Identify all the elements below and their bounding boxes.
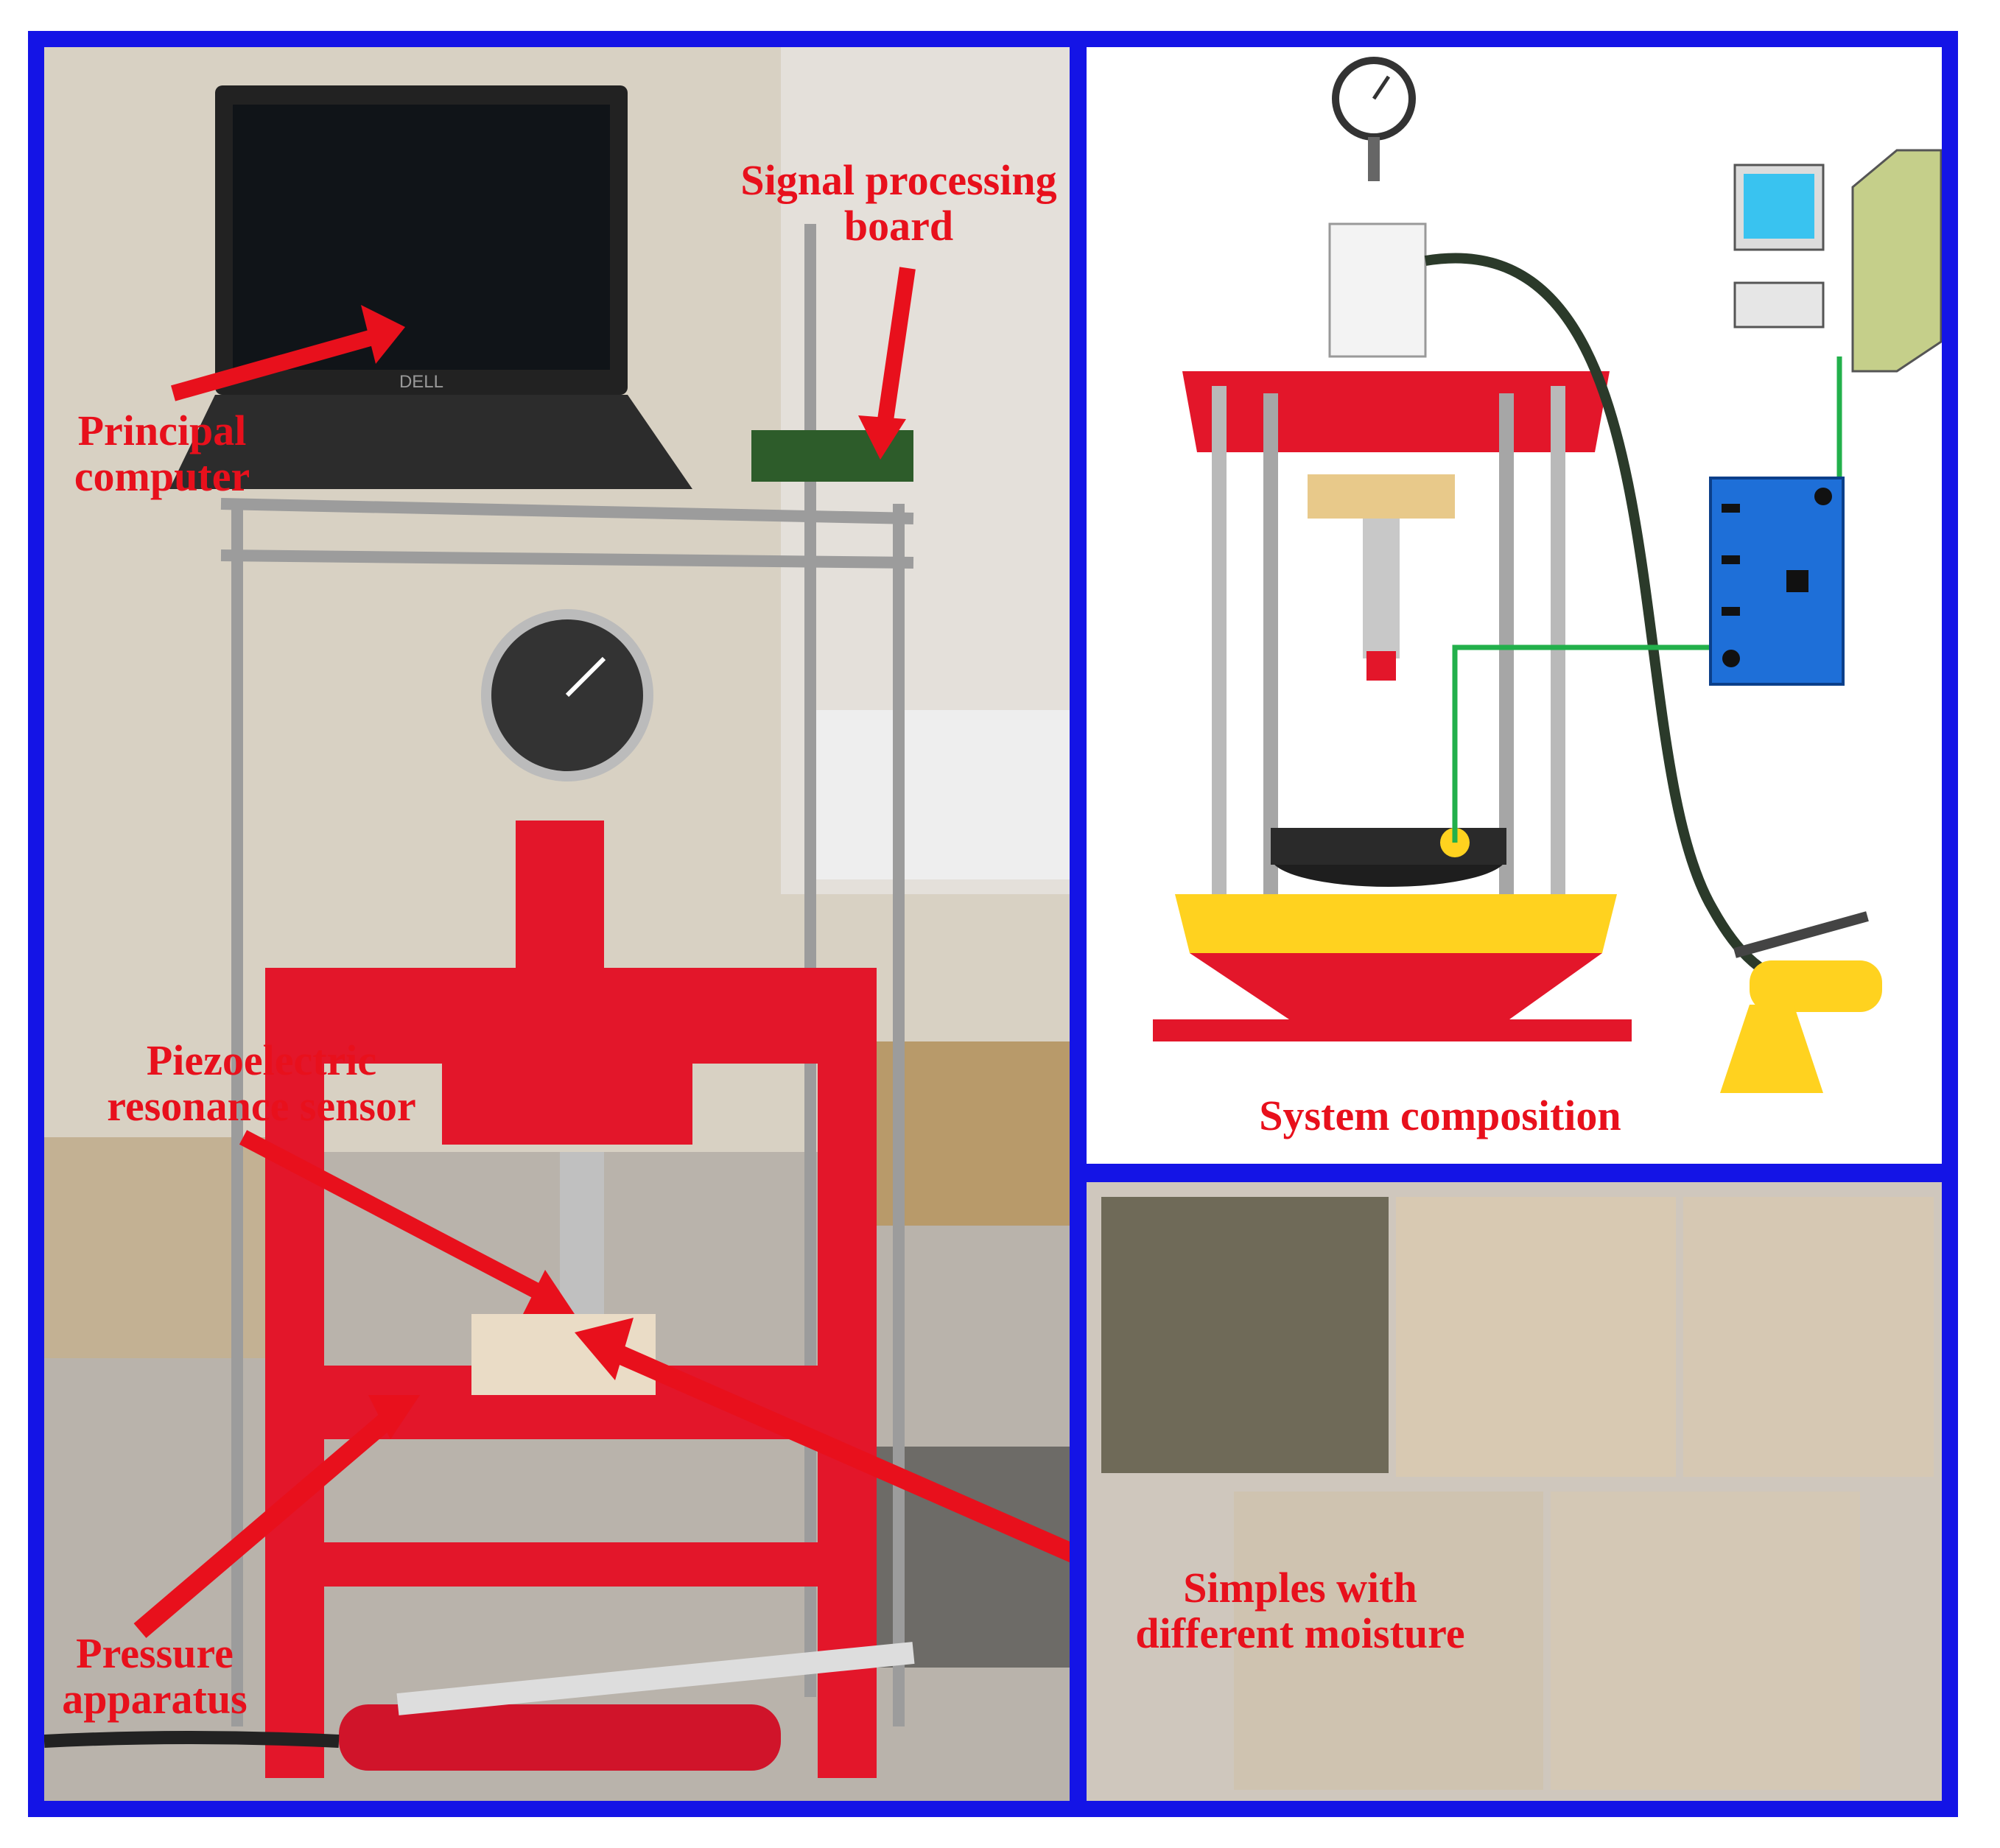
laptop-icon: DELL <box>169 85 692 489</box>
computer-tower-icon <box>1851 149 1942 373</box>
hand-pump-icon <box>44 1642 915 1771</box>
label-piezoelectric-sensor: Piezoelectric resonance sensor <box>107 1036 416 1130</box>
samples-photo <box>1101 1197 1934 1790</box>
label-principal-computer: Principal computer <box>74 407 250 500</box>
sample-plate-icon <box>1101 1197 1934 1790</box>
apparatus-photo-panel: DELL <box>44 47 1070 1801</box>
label-signal-processing-board: Signal processing board <box>740 156 1057 250</box>
apparatus-photo: DELL <box>44 47 1070 1801</box>
svg-text:DELL: DELL <box>399 372 443 392</box>
label-pressure-apparatus: Pressure apparatus <box>62 1629 248 1723</box>
label-samples: Simples with different moisture <box>1135 1564 1465 1657</box>
label-system-composition: System composition <box>1259 1092 1621 1139</box>
pressure-gauge-icon <box>481 609 653 781</box>
hand-pump-icon <box>1720 911 1882 1093</box>
signal-wires <box>1452 356 1842 843</box>
samples-photo-panel: Simples with different moisture <box>1087 1182 1942 1801</box>
system-schematic <box>1153 57 1942 1093</box>
monitor-icon <box>1733 164 1825 329</box>
pressure-gauge-icon <box>1332 57 1416 181</box>
controller-box-icon <box>1709 477 1845 686</box>
system-schematic-panel: System composition <box>1087 47 1942 1164</box>
hydraulic-press-icon <box>1153 222 1632 1041</box>
annotation-arrows <box>133 267 1070 1638</box>
